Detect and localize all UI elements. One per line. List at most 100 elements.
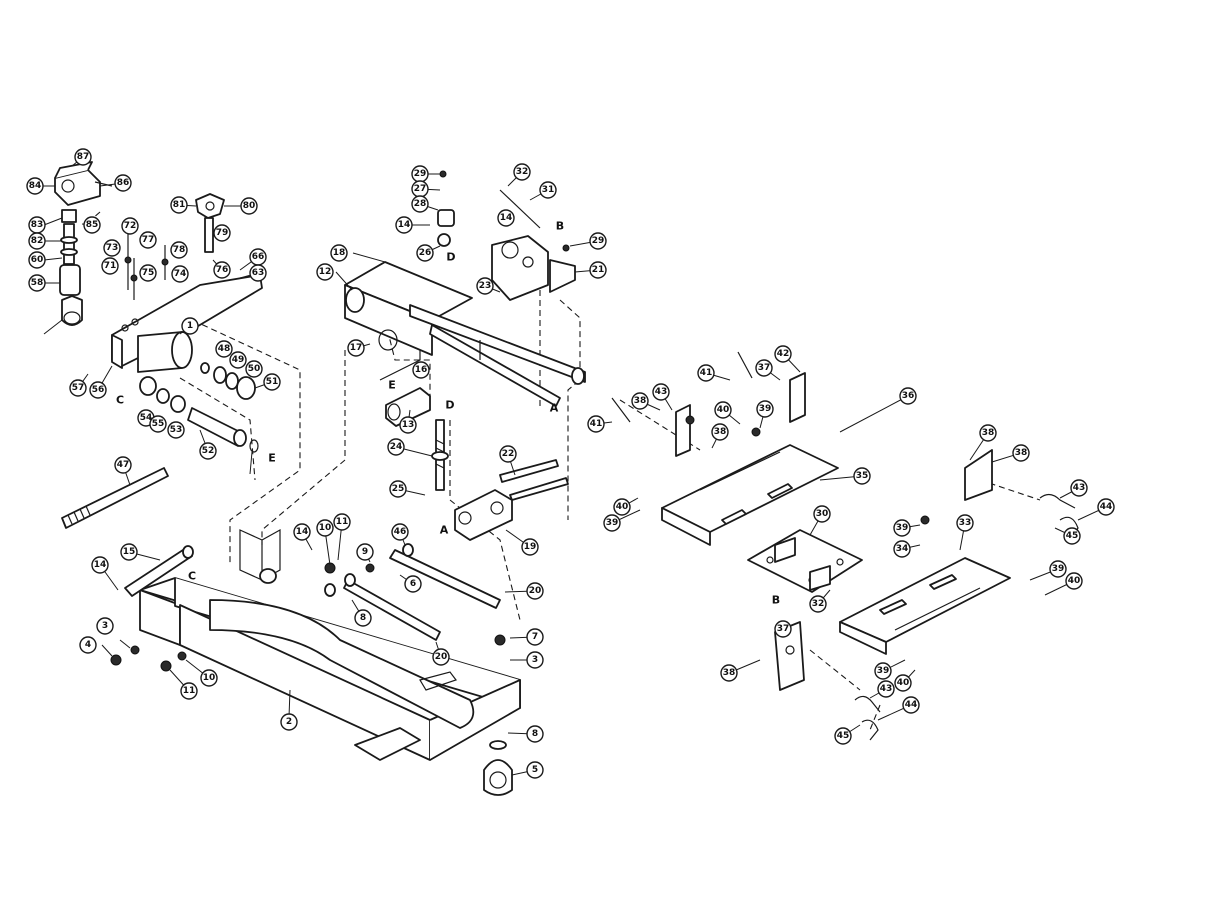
callout-number: 2 [286, 717, 292, 727]
callout-78: 78 [170, 241, 188, 259]
callout-circle [1012, 444, 1030, 462]
callout-number: 10 [203, 673, 216, 683]
callout-18: 18 [330, 244, 348, 262]
callout-38: 38 [720, 664, 738, 682]
callout-number: 17 [350, 343, 363, 353]
callout-circle [229, 351, 247, 369]
callout-circle [139, 264, 157, 282]
callout-circle [589, 232, 607, 250]
callout-circle [213, 261, 231, 279]
callout-number: 27 [414, 184, 427, 194]
callout-19: 19 [521, 538, 539, 556]
callout-6: 6 [404, 575, 422, 593]
leader-lines [42, 156, 1107, 776]
callout-14: 14 [293, 523, 311, 541]
callout-number: 11 [336, 517, 349, 527]
callout-circle [432, 648, 450, 666]
callout-number: 15 [123, 547, 136, 557]
callout-number: 78 [173, 245, 186, 255]
reference-letter-A: A [550, 402, 559, 415]
callout-number: 81 [173, 200, 186, 210]
callout-8: 8 [526, 725, 544, 743]
callout-10: 10 [316, 519, 334, 537]
callout-number: 85 [86, 220, 99, 230]
callout-circle [263, 373, 281, 391]
callout-circle [513, 163, 531, 181]
reference-letter-E: E [388, 379, 396, 392]
callout-number: 86 [117, 178, 130, 188]
callout-circle [213, 224, 231, 242]
callout-76: 76 [213, 261, 231, 279]
callout-number: 39 [1052, 564, 1065, 574]
callout-26: 26 [416, 244, 434, 262]
reference-letter-C: C [116, 394, 124, 407]
callout-number: 40 [1068, 576, 1081, 586]
callout-circle [893, 519, 911, 537]
callout-44: 44 [1097, 498, 1115, 516]
callout-number: 4 [85, 640, 91, 650]
callout-15: 15 [120, 543, 138, 561]
callout-34: 34 [893, 540, 911, 558]
callout-3: 3 [526, 651, 544, 669]
callout-circle [316, 519, 334, 537]
callout-number: 48 [218, 344, 231, 354]
callout-circle [877, 680, 895, 698]
callout-number: 37 [758, 363, 771, 373]
callout-40: 40 [1065, 572, 1083, 590]
callout-14: 14 [395, 216, 413, 234]
callout-circle [387, 438, 405, 456]
callout-circle [411, 195, 429, 213]
callout-circle [199, 442, 217, 460]
callout-50: 50 [245, 360, 263, 378]
callout-37: 37 [755, 359, 773, 377]
reference-letter-D: D [445, 399, 454, 412]
callout-circle [28, 274, 46, 292]
callout-5: 5 [526, 761, 544, 779]
callout-circle [526, 725, 544, 743]
callout-30: 30 [813, 505, 831, 523]
lift-arm-assembly [344, 170, 586, 541]
callout-number: 39 [896, 523, 909, 533]
callout-53: 53 [167, 421, 185, 439]
callout-number: 20 [529, 586, 542, 596]
callout-43: 43 [877, 680, 895, 698]
callout-number: 18 [333, 248, 346, 258]
callout-27: 27 [411, 180, 429, 198]
callout-number: 46 [394, 527, 407, 537]
callout-number: 43 [880, 684, 893, 694]
callout-number: 32 [812, 599, 825, 609]
callout-75: 75 [139, 264, 157, 282]
callout-circle [121, 217, 139, 235]
callout-49: 49 [229, 351, 247, 369]
callout-41: 41 [587, 415, 605, 433]
callout-circle [389, 480, 407, 498]
callout-circle [589, 261, 607, 279]
callout-number: 44 [1100, 502, 1113, 512]
callout-circle [853, 467, 871, 485]
callout-circle [526, 628, 544, 646]
callout-38: 38 [711, 423, 729, 441]
callout-number: 74 [174, 269, 187, 279]
callout-number: 12 [319, 267, 332, 277]
callout-circle [416, 244, 434, 262]
callout-number: 73 [106, 243, 119, 253]
callout-circle [103, 239, 121, 257]
callout-63: 63 [249, 264, 267, 282]
callout-number: 10 [319, 523, 332, 533]
callout-circle [399, 416, 417, 434]
callout-number: 38 [634, 396, 647, 406]
callout-number: 40 [897, 678, 910, 688]
callout-number: 24 [390, 442, 403, 452]
callout-84: 84 [26, 177, 44, 195]
callout-circle [521, 538, 539, 556]
callout-number: 36 [902, 391, 915, 401]
callout-number: 80 [243, 201, 256, 211]
callout-circle [834, 727, 852, 745]
callout-37: 37 [774, 620, 792, 638]
callout-circle [395, 216, 413, 234]
callout-39: 39 [874, 662, 892, 680]
callout-74: 74 [171, 265, 189, 283]
callout-number: 37 [777, 624, 790, 634]
callout-number: 14 [398, 220, 411, 230]
callout-circle [171, 265, 189, 283]
